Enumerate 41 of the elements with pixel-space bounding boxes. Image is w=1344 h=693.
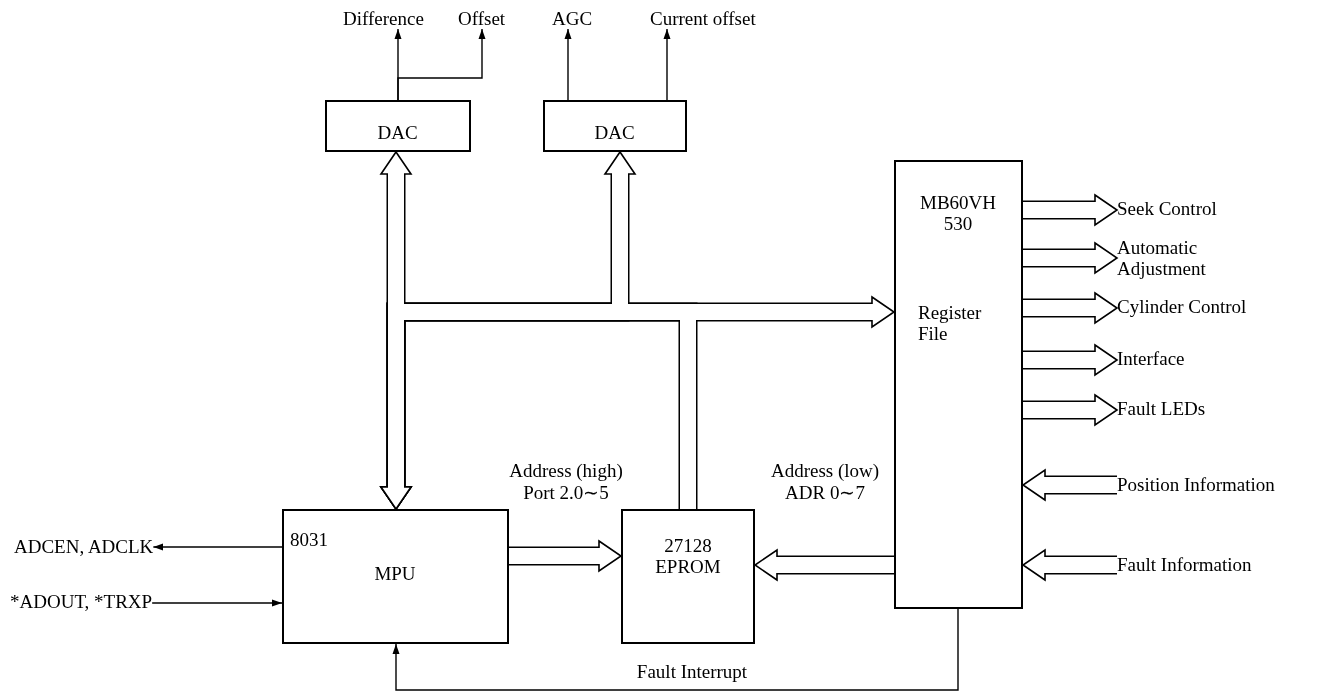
dac-block [543,100,687,152]
signal-label: Cylinder Control [1117,296,1247,317]
signal-label: Fault LEDs [1117,398,1206,419]
bus-arrow [1023,394,1118,426]
eprom-block [621,509,755,644]
signal-arrow [152,543,283,551]
bus-arrow [380,302,698,510]
signal-arrow [392,608,959,691]
signal-arrow [564,28,572,101]
block-label: DAC [376,122,419,143]
bus-arrow [1022,469,1117,501]
signal-arrow [397,28,486,101]
bus-arrow [1022,549,1117,581]
block-label: MPU [373,563,417,584]
signal-label: Automatic Adjustment [1117,237,1242,279]
bus-arrow [1023,242,1118,274]
bus-arrow [1023,344,1118,376]
signal-label: Position Information [1117,474,1275,495]
block-label: DAC [593,122,636,143]
signal-label: *ADOUT, *TRXP [10,591,153,612]
bus-arrow [509,540,622,572]
register-file-block [894,160,1023,609]
signal-label: Difference [343,8,424,29]
signal-label: Offset [458,8,506,29]
bus-arrow [1023,292,1118,324]
block-label: 8031 [290,529,328,550]
bus-arrow [1023,194,1118,226]
signal-label: Seek Control [1117,198,1217,219]
mpu-block [282,509,509,644]
signal-arrow [663,28,671,101]
block-label: 27128 EPROM [654,535,722,577]
block-label: MB60VH 530 [919,192,997,234]
signal-label: ADCEN, ADCLK [14,536,154,557]
signal-label: Fault Information [1117,554,1252,575]
dac-block [325,100,471,152]
signal-label: Interface [1117,348,1185,369]
signal-label: AGC [552,8,593,29]
signal-label: Current offset [650,8,756,29]
bus-arrow [754,549,894,581]
signal-arrow [151,599,283,607]
block-label: Register File [918,302,983,344]
